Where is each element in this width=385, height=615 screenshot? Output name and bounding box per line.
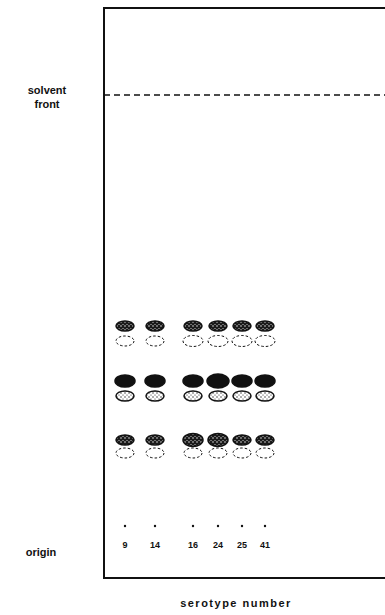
tlc-spot xyxy=(233,391,251,401)
axis-label: origin xyxy=(26,546,57,560)
tlc-spot xyxy=(183,434,203,447)
tlc-spot xyxy=(209,391,227,401)
solvent-front-line xyxy=(104,94,385,96)
tlc-spot xyxy=(208,336,228,347)
origin-dot xyxy=(241,525,243,527)
tlc-spot xyxy=(116,321,134,331)
tlc-spot xyxy=(184,321,202,331)
lane-number: 41 xyxy=(260,540,270,551)
tlc-spot xyxy=(256,391,274,401)
origin-dot xyxy=(154,525,156,527)
tlc-spot xyxy=(146,336,164,346)
lane-number: 9 xyxy=(122,540,127,551)
tlc-spot xyxy=(184,391,202,401)
tlc-spot xyxy=(255,336,275,347)
lane-number: 25 xyxy=(237,540,247,551)
tlc-spot xyxy=(256,448,274,458)
tlc-spot xyxy=(232,375,252,387)
tlc-spot xyxy=(209,321,227,331)
tlc-spot xyxy=(146,448,164,458)
tlc-spot xyxy=(183,336,203,347)
tlc-spot xyxy=(146,321,164,331)
tlc-spot xyxy=(256,435,274,445)
tlc-spot xyxy=(209,448,227,458)
lane-number: 16 xyxy=(188,540,198,551)
lane-number: 14 xyxy=(150,540,160,551)
tlc-spot xyxy=(208,434,228,447)
tlc-spot xyxy=(183,375,203,387)
tlc-spot xyxy=(146,435,164,445)
origin-dot xyxy=(217,525,219,527)
tlc-spot xyxy=(145,375,165,387)
origin-dot xyxy=(264,525,266,527)
tlc-spot xyxy=(255,375,275,387)
tlc-spot xyxy=(256,321,274,331)
origin-dot xyxy=(124,525,126,527)
tlc-spot xyxy=(233,435,251,445)
tlc-spot xyxy=(184,448,202,458)
axis-title: serotype number xyxy=(180,597,292,611)
tlc-spot xyxy=(232,336,252,347)
tlc-spot xyxy=(116,448,134,458)
tlc-spot xyxy=(207,374,229,388)
tlc-spot xyxy=(146,391,164,401)
tlc-spot xyxy=(233,321,251,331)
tlc-spot xyxy=(116,336,134,346)
origin-dot xyxy=(192,525,194,527)
axis-label: solvent front xyxy=(22,84,72,112)
tlc-spot xyxy=(115,375,135,387)
tlc-spot xyxy=(233,448,251,458)
tlc-spot xyxy=(116,435,134,445)
lane-number: 24 xyxy=(213,540,223,551)
tlc-spot xyxy=(116,391,134,401)
plate-outline xyxy=(104,8,385,578)
